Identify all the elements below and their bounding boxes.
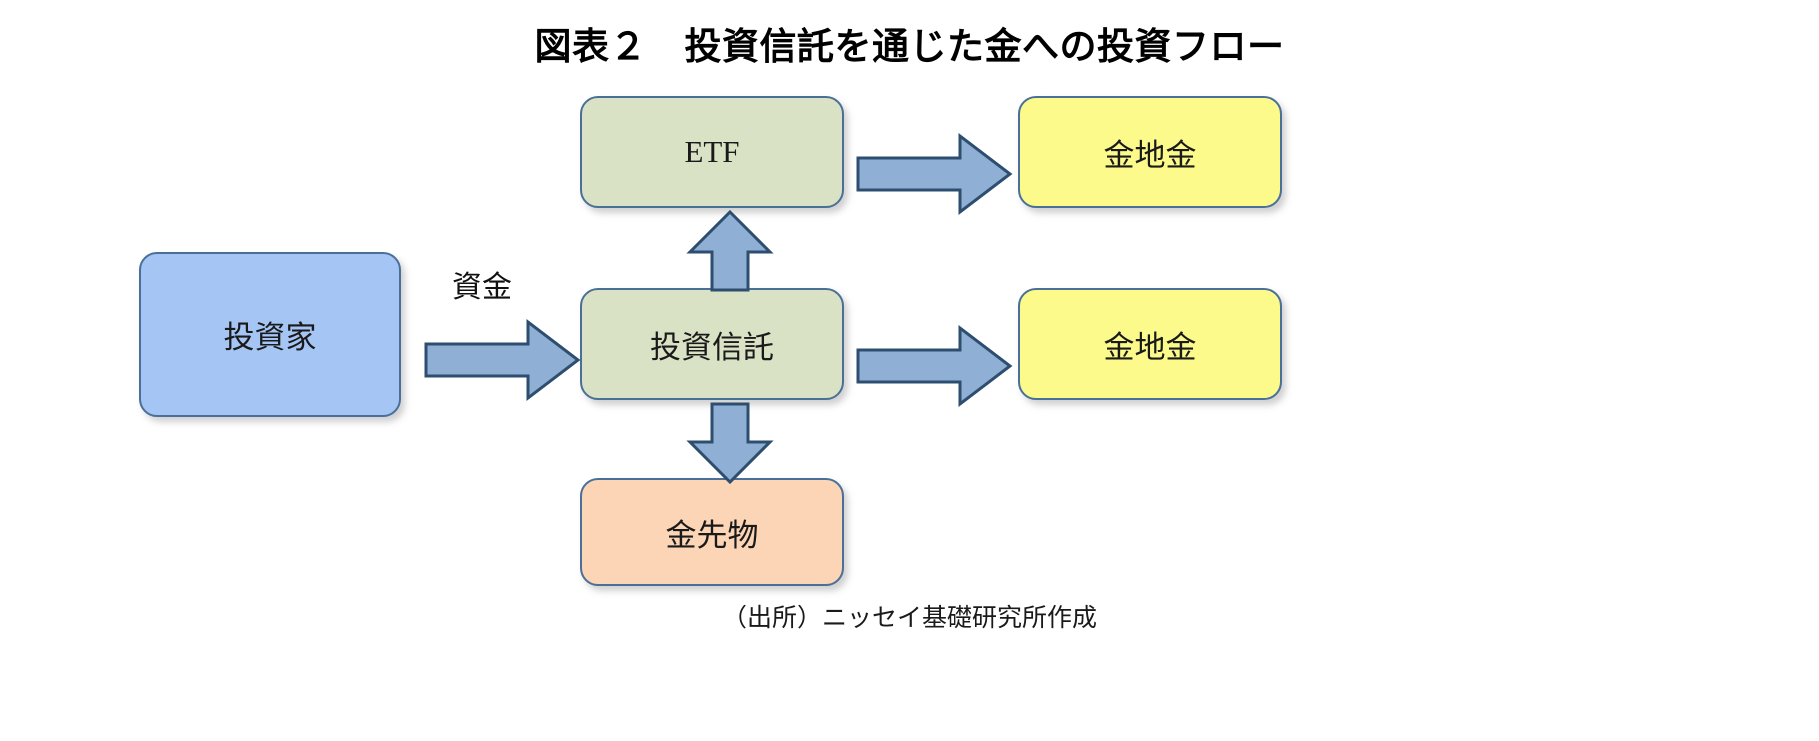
arrow-investor-to-trust-icon — [424, 318, 581, 402]
node-gold-bullion-mid-label: 金地金 — [1103, 329, 1197, 365]
node-etf[interactable]: ETF — [580, 96, 844, 208]
node-gold-futures[interactable]: 金先物 — [580, 478, 844, 586]
node-investment-trust[interactable]: 投資信託 — [580, 288, 844, 400]
arrow-trust-to-gold-icon — [856, 324, 1013, 408]
node-investor[interactable]: 投資家 — [139, 252, 401, 417]
node-gold-bullion-top[interactable]: 金地金 — [1018, 96, 1282, 208]
figure-title: 図表２ 投資信託を通じた金への投資フロー — [534, 27, 1285, 68]
arrow-trust-to-etf-icon — [686, 209, 774, 292]
node-etf-label: ETF — [684, 134, 740, 169]
node-investor-label: 投資家 — [223, 320, 317, 355]
node-gold-futures-label: 金先物 — [665, 517, 759, 553]
source-note: （出所）ニッセイ基礎研究所作成 — [721, 605, 1097, 632]
arrow-etf-to-gold-icon — [856, 132, 1013, 216]
node-investment-trust-label: 投資信託 — [650, 329, 774, 365]
arrow-trust-to-futures-icon — [686, 402, 774, 485]
node-gold-bullion-top-label: 金地金 — [1103, 137, 1197, 173]
node-gold-bullion-mid[interactable]: 金地金 — [1018, 288, 1282, 400]
edge-label-funds: 資金 — [452, 271, 512, 304]
